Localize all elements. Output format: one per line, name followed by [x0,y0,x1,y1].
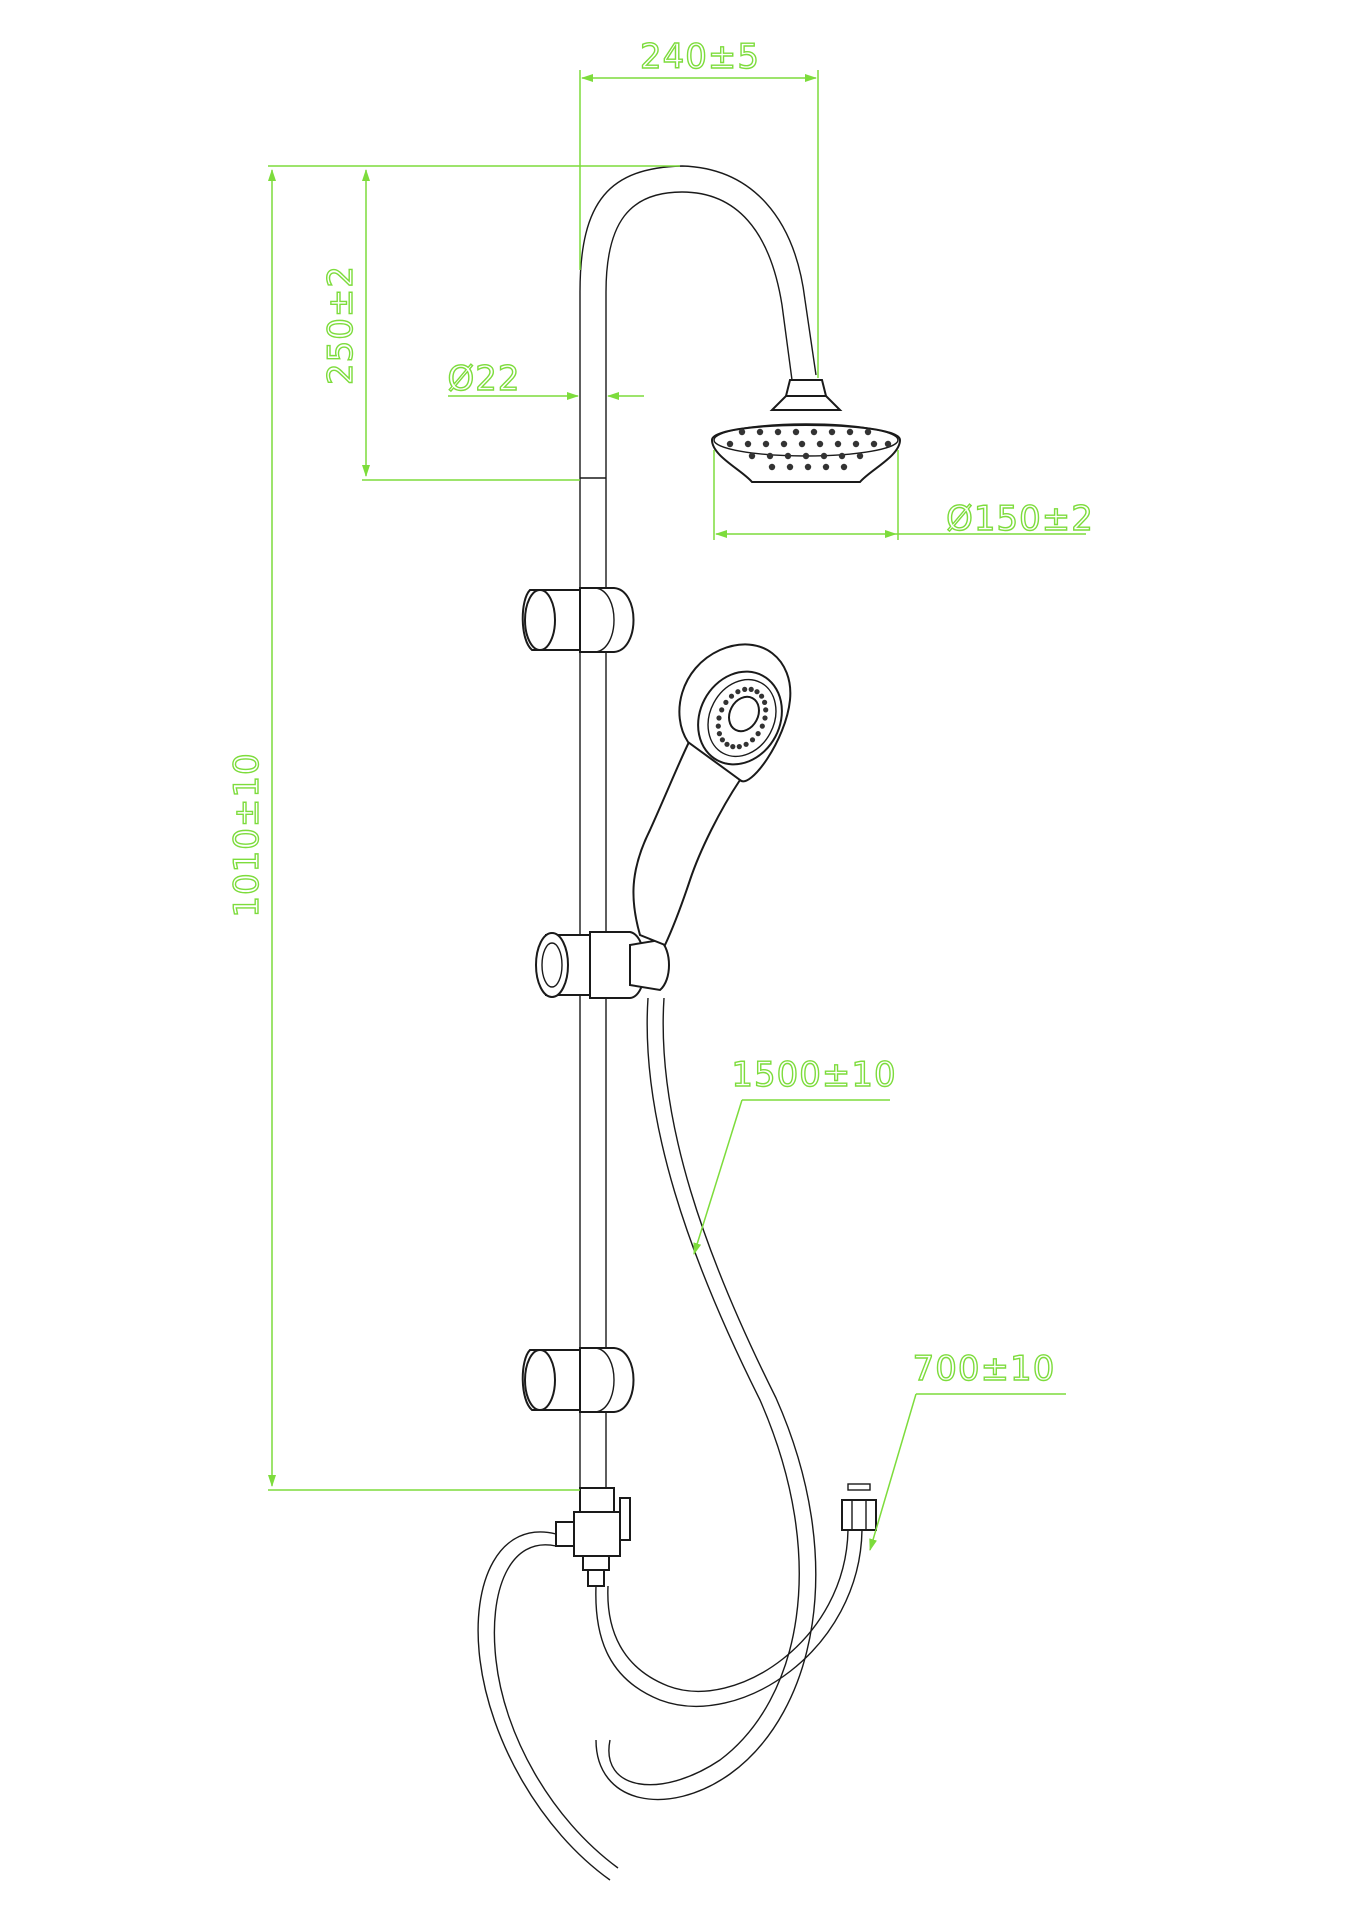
nozzle-dot [744,440,752,448]
arm-height-label: 250±2 [321,265,361,385]
sliding-holder-bracket [535,931,670,999]
nozzle-dot [838,452,846,460]
nozzle-dot [743,741,749,747]
nozzle-dot [763,707,769,713]
nozzle-dot [719,707,725,713]
dimension-layer: 240±5 250±2 Ø22 Ø150±2 1010± [226,36,1094,1551]
nozzle-dot [884,440,892,448]
nozzle-dot [715,723,721,729]
nozzle-dot [846,428,854,436]
nozzle-dot [852,440,860,448]
nozzle-dot [759,693,765,699]
nozzle-dot [736,744,742,750]
pipe-diameter-label: Ø22 [447,359,520,399]
dim-arm-height: 250±2 [320,165,680,481]
nozzle-dot [828,428,836,436]
shower-head-nozzles [726,428,892,471]
nozzle-dot [792,428,800,436]
dim-supply-hose-length: 700±10 [869,1348,1066,1551]
dim-pipe-diameter: Ø22 [447,358,644,400]
nozzle-dot [820,452,828,460]
nozzle-dot [768,463,776,471]
hand-hose-length-label: 1500±10 [731,1055,896,1095]
nozzle-dot [802,452,810,460]
nozzle-dot [762,715,768,721]
nozzle-dot [742,686,748,693]
nozzle-dot [834,440,842,448]
hand-shower-nozzles [715,686,769,750]
nozzle-dot [762,699,768,706]
nozzle-dot [759,723,765,729]
nozzle-dot [870,440,878,448]
nozzle-dot [864,428,872,436]
nozzle-dot [724,741,730,747]
dim-head-diameter: Ø150±2 [713,450,1094,540]
nozzle-dot [816,440,824,448]
hand-shower [632,643,792,947]
nozzle-dot [723,699,729,706]
nozzle-dot [738,428,746,436]
nozzle-dot [786,463,794,471]
nozzle-dot [804,463,812,471]
nozzle-dot [798,440,806,448]
nozzle-dot [840,463,848,471]
nozzle-dot [774,428,782,436]
diverter-valve [555,1487,631,1587]
supply-hose [477,1529,863,1881]
dim-rail-height: 1010±10 [226,165,580,1491]
nozzle-dot [735,689,741,695]
nozzle-dot [748,686,754,693]
nozzle-dot [726,440,734,448]
hand-shower-hose [595,997,817,1801]
nozzle-dot [749,737,756,743]
nozzle-dot [728,693,735,699]
rail-height-label: 1010±10 [227,752,267,917]
nozzle-dot [810,428,818,436]
head-diameter-label: Ø150±2 [946,499,1094,539]
nozzle-dot [784,452,792,460]
nozzle-dot [780,440,788,448]
nozzle-dot [856,452,864,460]
nozzle-dot [754,689,760,695]
nozzle-dot [719,737,726,743]
nozzle-dot [756,428,764,436]
gooseneck-arm [579,165,817,480]
nozzle-dot [762,440,770,448]
dim-arm-reach: 240±5 [579,36,819,378]
overhead-shower-head [710,379,902,483]
hose-end-nut [841,1483,877,1531]
nozzle-dot [748,452,756,460]
nozzle-dot [716,731,723,737]
nozzle-dot [716,715,722,721]
nozzle-dot [730,744,736,750]
lower-wall-bracket [521,1347,635,1413]
nozzle-dot [766,452,774,460]
nozzle-dot [822,463,830,471]
upper-wall-bracket [521,587,635,653]
supply-hose-length-label: 700±10 [913,1349,1056,1389]
arm-reach-label: 240±5 [640,37,760,77]
dim-hand-hose-length: 1500±10 [693,1054,896,1255]
nozzle-dot [755,731,761,737]
